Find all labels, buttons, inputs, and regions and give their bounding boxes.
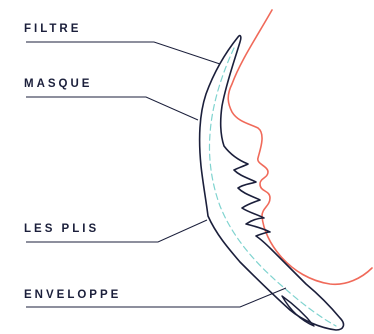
envelope-inner-edge (281, 295, 315, 327)
leader-line-filtre (26, 41, 221, 65)
leader-line-masque (26, 96, 199, 121)
face-profile (227, 9, 373, 286)
label-les-plis: LES PLIS (24, 223, 100, 235)
filter-line (208, 47, 337, 327)
leader-line-plis (26, 219, 208, 243)
leader-line-enveloppe (26, 287, 287, 308)
label-enveloppe: ENVELOPPE (24, 289, 122, 301)
label-filtre: FILTRE (24, 23, 82, 35)
mask-outline (198, 34, 345, 331)
label-masque: MASQUE (24, 78, 93, 90)
